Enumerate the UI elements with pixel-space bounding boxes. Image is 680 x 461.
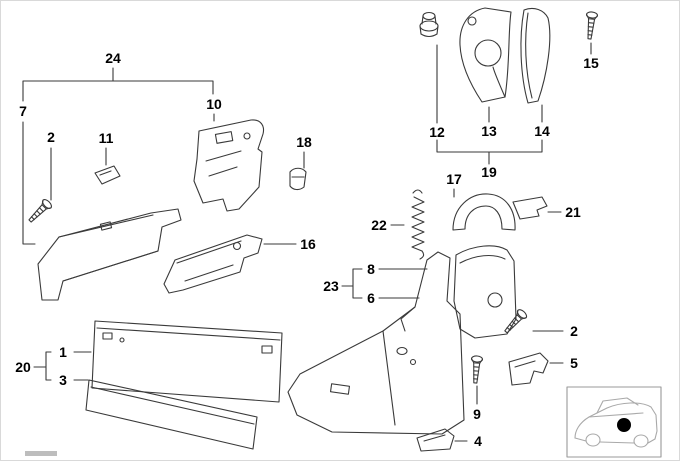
callout-19[interactable]: 19	[481, 164, 497, 180]
part-corner-bracket	[508, 352, 549, 386]
part-support-bracket	[163, 234, 263, 294]
part-tension-spring	[411, 189, 425, 260]
callout-6[interactable]: 6	[367, 290, 375, 306]
leader-lines	[22, 42, 592, 442]
car-locator-thumbnail	[566, 386, 662, 458]
part-clip-small	[94, 165, 121, 185]
part-clip-right	[512, 196, 548, 220]
part-lower-panel	[91, 320, 283, 403]
callout-15[interactable]: 15	[583, 55, 599, 71]
location-dot-icon	[617, 418, 631, 432]
part-backrest-bracket	[193, 119, 265, 212]
callout-22[interactable]: 22	[371, 217, 387, 233]
screw-15-icon	[583, 10, 599, 40]
callout-9[interactable]: 9	[473, 406, 481, 422]
callout-16[interactable]: 16	[300, 236, 316, 252]
footer-code	[25, 451, 57, 456]
callout-8[interactable]: 8	[367, 261, 375, 277]
callout-2-left[interactable]: 2	[47, 129, 55, 145]
callout-11[interactable]: 11	[98, 130, 114, 146]
car-locator-icon	[574, 397, 658, 448]
part-plug-grommet	[419, 11, 439, 38]
part-handle-cover	[416, 428, 455, 452]
callout-23[interactable]: 23	[323, 278, 339, 294]
callout-17[interactable]: 17	[446, 171, 462, 187]
callout-7[interactable]: 7	[19, 103, 27, 119]
callout-10[interactable]: 10	[206, 96, 222, 112]
callout-14[interactable]: 14	[534, 123, 550, 139]
part-sill-trim	[37, 208, 182, 301]
callout-21[interactable]: 21	[565, 204, 581, 220]
callout-13[interactable]: 13	[481, 123, 497, 139]
part-side-panel	[459, 7, 512, 103]
screw-right-icon	[501, 307, 529, 337]
callout-12[interactable]: 12	[429, 124, 445, 140]
screw-9-icon	[469, 355, 484, 384]
screw-left-icon	[25, 197, 54, 226]
part-cap	[289, 167, 307, 191]
callout-3[interactable]: 3	[59, 372, 67, 388]
callout-1[interactable]: 1	[59, 344, 67, 360]
callout-4[interactable]: 4	[474, 433, 482, 449]
part-backrest-side-trim	[453, 245, 517, 339]
part-lower-strip	[85, 379, 258, 450]
callout-18[interactable]: 18	[296, 134, 312, 150]
part-trim-strip	[520, 7, 551, 104]
part-seat-side-trim	[287, 251, 465, 435]
callout-24[interactable]: 24	[105, 50, 121, 66]
callout-20[interactable]: 20	[15, 359, 31, 375]
callout-2-right[interactable]: 2	[570, 323, 578, 339]
callout-5[interactable]: 5	[570, 355, 578, 371]
part-arch-trim	[452, 193, 516, 231]
